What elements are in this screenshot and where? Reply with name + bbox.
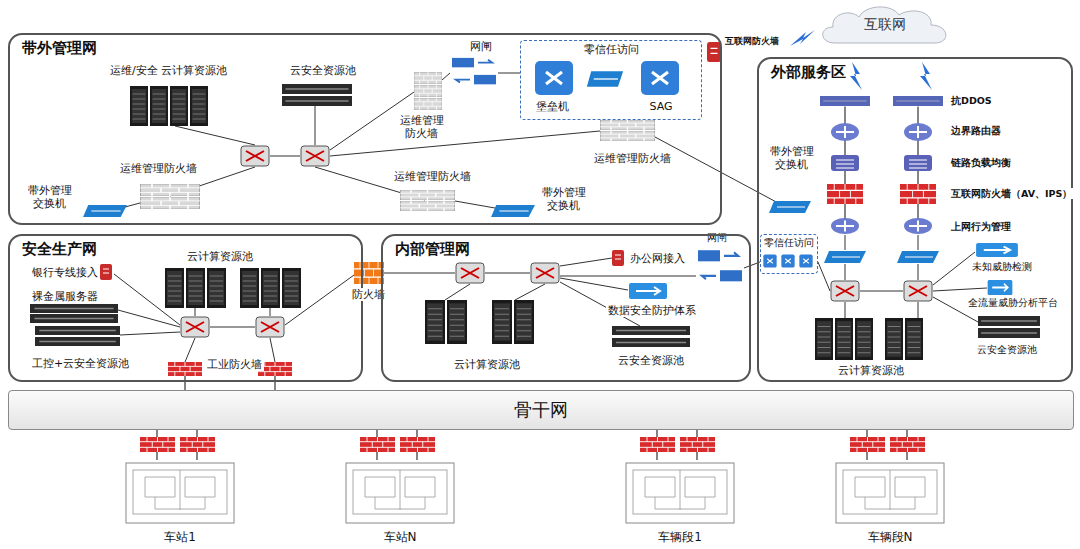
node-label: 运维/安全 云计算资源池 [108, 64, 229, 77]
station-icons [126, 437, 944, 523]
dmz-wires [744, 235, 987, 322]
device-label: 工控+云安全资源池 [30, 357, 131, 370]
group-box: 零信任访问堡垒机 SAG [520, 40, 702, 120]
device-label: 链路负载均衡 [950, 157, 1012, 168]
node-label: 带外管理 交换机 [540, 186, 587, 212]
network-region: 带外管理网运维/安全 云计算资源池 云安全资源池 网闸 零信任访问堡垒机 SAG 运维管理… [8, 33, 722, 225]
device-label: 带外管理 交换机 [26, 184, 73, 210]
node-label: 运维管理 防火墙 [398, 114, 445, 140]
node-label: 边界路由器 [950, 125, 1002, 136]
device-label: 互联网防火墙（AV、IPS） [950, 188, 1073, 199]
device-label: 云计算资源池 [185, 250, 255, 263]
node-label: 运维管理防火墙 [392, 170, 473, 183]
node-label: 网闸 [468, 40, 494, 53]
link-line [844, 106, 845, 125]
device-label: 银行专线接入 [30, 266, 100, 279]
backbone-band: 骨干网 [8, 390, 1074, 430]
node-label: 银行专线接入 [30, 266, 100, 279]
node-label: 带外管理 交换机 [26, 184, 73, 210]
node-label: 互联网防火墙（AV、IPS） [950, 188, 1073, 199]
site-plan: 车站N [340, 460, 460, 544]
device-label: 云计算资源池 [836, 364, 906, 377]
device-label: 网闸 [468, 40, 494, 53]
device-label: 运维管理 防火墙 [398, 114, 445, 140]
node-label: 工业防火墙 [205, 358, 264, 371]
device-label: 上网行为管理 [950, 221, 1012, 232]
prod-icons [30, 262, 384, 376]
device-label: 带外管理 交换机 [768, 145, 815, 171]
link-line [845, 136, 918, 157]
link-line [845, 106, 918, 125]
link-line [917, 106, 918, 125]
node-label: 抗DDOS [950, 95, 993, 106]
region-title: 零信任访问 [521, 43, 701, 56]
device-label: 云安全资源池 [616, 354, 686, 367]
node-label: 云计算资源池 [836, 364, 906, 377]
device-label: 数据安全防护体系 [606, 304, 698, 317]
device-label: SAG [648, 100, 675, 113]
network-region: 内部管理网办公网接入数据安全防护体系云计算资源池 云安全资源池 [381, 234, 751, 382]
site-plan: 车辆段1 [620, 460, 740, 544]
device-label: 运维/安全 云计算资源池 [108, 64, 229, 77]
device-label: 互联网防火墙 [725, 36, 779, 47]
device-label: 云安全资源池 [975, 344, 1039, 356]
node-label: 运维管理防火墙 [118, 162, 199, 175]
device-label: 办公网接入 [628, 252, 687, 265]
node-label: 车站1 [162, 530, 198, 544]
device-label: 运维管理防火墙 [392, 170, 473, 183]
node-label: 车辆段1 [656, 530, 704, 544]
device-label: 裸金属服务器 [30, 290, 100, 303]
node-label: 骨干网 [9, 391, 1073, 429]
node-label: 工控+云安全资源池 [30, 357, 131, 370]
node-label: 车辆段N [866, 530, 915, 544]
prod-wires [114, 274, 354, 362]
device-label: 云安全资源池 [288, 64, 358, 77]
node-label: 云安全资源池 [288, 64, 358, 77]
node-label: SAG [648, 100, 675, 113]
network-region: 外部服务区抗DDOS 边界路由器链路负载均衡互联网防火墙（AV、IPS） 上网行为管… [757, 57, 1073, 382]
node-label: 运维管理防火墙 [592, 152, 673, 165]
device-label: 云计算资源池 [452, 358, 522, 371]
site-plan: 车站1 [120, 460, 240, 544]
cloud-shape: 互联网 [815, 3, 955, 45]
node-label: 互联网 [815, 3, 955, 45]
region-title: 外部服务区 [769, 63, 848, 81]
region-title: 零信任访问 [761, 237, 817, 249]
device-label: 运维管理防火墙 [592, 152, 673, 165]
node-label: 云安全资源池 [975, 344, 1039, 356]
node-label: 带外管理 交换机 [768, 145, 815, 171]
region-title: 安全生产网 [20, 240, 99, 258]
oob-wires [110, 73, 780, 211]
region-title: 带外管理网 [20, 39, 99, 57]
node-label: 全流量威胁分析平台 [966, 297, 1060, 309]
node-label: 堡垒机 [534, 100, 571, 113]
node-label: 云计算资源池 [452, 358, 522, 371]
node-label: 车站N [382, 530, 419, 544]
node-label: 裸金属服务器 [30, 290, 100, 303]
region-title: 内部管理网 [393, 240, 472, 258]
device-label: 堡垒机 [534, 100, 571, 113]
device-label: 未知威胁检测 [970, 261, 1034, 273]
oob-icons [83, 42, 721, 217]
device-label: 边界路由器 [950, 125, 1002, 136]
device-label: 抗DDOS [950, 95, 993, 106]
node-label: 办公网接入 [628, 252, 687, 265]
node-label: 未知威胁检测 [970, 261, 1034, 273]
group-box: 零信任访问 [760, 234, 818, 274]
node-label: 上网行为管理 [950, 221, 1012, 232]
node-label: 云计算资源池 [185, 250, 255, 263]
office-icons [425, 250, 690, 347]
site-plan: 车辆段N [830, 460, 950, 544]
network-region: 安全生产网银行专线接入裸金属服务器 云计算资源池工控+云安全资源池 工业防火墙 [8, 234, 363, 382]
device-label: 运维管理防火墙 [118, 162, 199, 175]
device-label: 工业防火墙 [205, 358, 264, 371]
device-label: 全流量威胁分析平台 [966, 297, 1060, 309]
node-label: 链路负载均衡 [950, 157, 1012, 168]
node-label: 数据安全防护体系 [606, 304, 698, 317]
node-label: 互联网防火墙 [725, 36, 779, 47]
device-label: 带外管理 交换机 [540, 186, 587, 212]
node-label: 云安全资源池 [616, 354, 686, 367]
